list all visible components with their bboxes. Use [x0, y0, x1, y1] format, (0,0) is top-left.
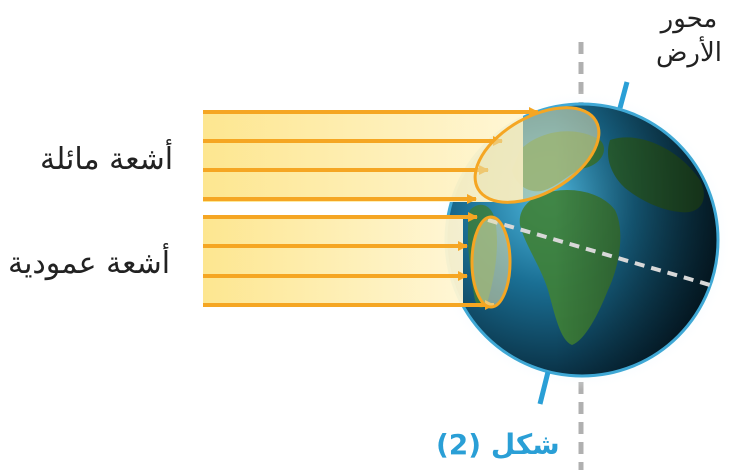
vertical-ray-band	[203, 215, 463, 307]
oblique-illumination-area	[473, 106, 601, 204]
earth-axis-label: محور الأرض	[652, 2, 726, 70]
vertical-rays	[203, 212, 495, 310]
oblique-rays	[203, 107, 539, 204]
figure-caption: شكل (2)	[436, 428, 560, 461]
equator-line	[487, 218, 711, 287]
vertical-rays-label: أشعة عمودية	[8, 246, 171, 281]
oblique-ray-band	[203, 110, 523, 202]
vertical-illumination-area	[470, 215, 512, 309]
earth-axis-top	[617, 81, 630, 109]
earth-axis-label-line2: الأرض	[655, 38, 723, 68]
oblique-rays-label: أشعة مائلة	[40, 142, 174, 177]
earth-axis-bottom	[537, 371, 551, 405]
earth-axis-label-line1: محور	[660, 4, 718, 34]
